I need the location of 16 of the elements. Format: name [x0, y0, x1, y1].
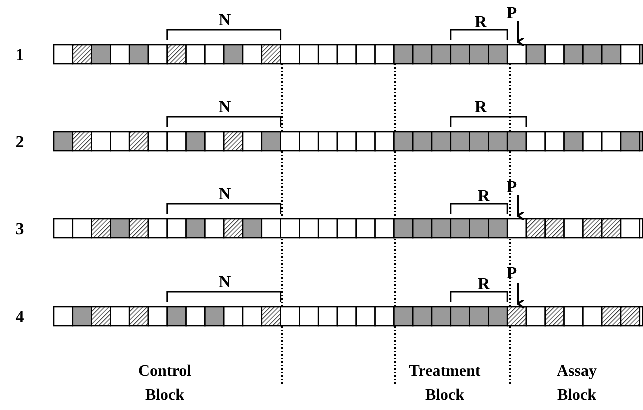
block-label: Treatment Block: [408, 362, 482, 406]
row-number: 3: [16, 220, 24, 238]
bracket-label: N: [218, 98, 232, 116]
pointer-label: P: [506, 4, 518, 22]
bracket-label: N: [218, 10, 232, 30]
bracket-label: R: [478, 186, 490, 206]
row-number: 1: [16, 46, 24, 64]
bracket-label: N: [218, 184, 232, 204]
block-label: Control Block: [137, 362, 193, 406]
block-label: Assay Block: [556, 362, 598, 406]
bracket-label: R: [474, 98, 488, 116]
row-number: 4: [16, 308, 24, 326]
row-number: 2: [16, 132, 24, 152]
bracket-label: R: [478, 274, 490, 294]
bracket-label: N: [218, 272, 232, 292]
bracket-label: R: [474, 12, 488, 32]
